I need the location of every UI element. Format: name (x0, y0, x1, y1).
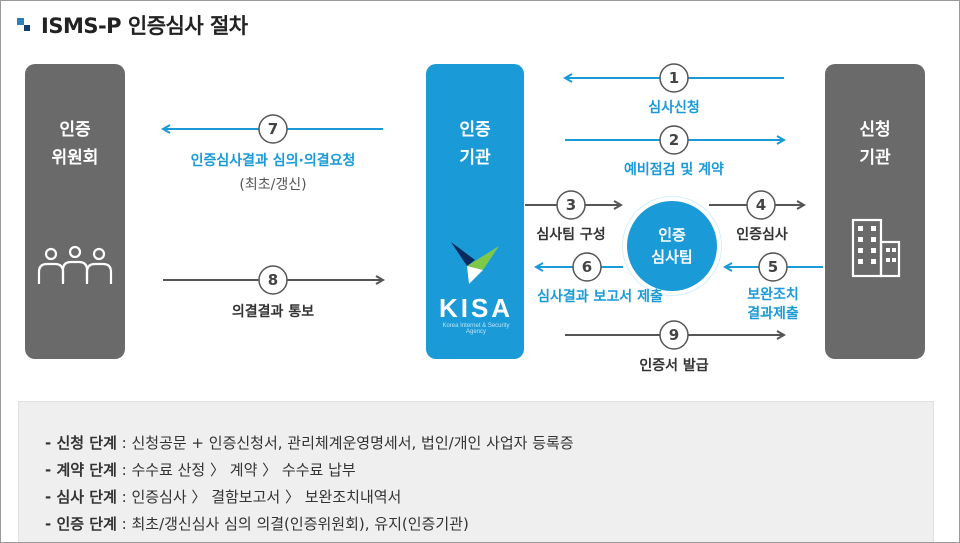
arrow-layer: 1 2 3 4 5 6 7 8 9 (1, 63, 823, 350)
step-5-circle (758, 252, 788, 282)
cert-body-label: 인증 기관 (459, 120, 491, 168)
step-8-number: 8 (268, 271, 278, 289)
note-contract-label: - 계약 단계 (45, 461, 117, 479)
note-audit-text: : 인증심사 〉 결함보고서 〉 보완조치내역서 (116, 488, 402, 506)
step-7-label: 인증심사결과 심의·의결요청 (190, 153, 356, 169)
audit-team-node: 인증 심사팀 (623, 197, 721, 295)
people-icon (37, 245, 113, 284)
step-3-circle (556, 190, 586, 220)
step-2-number: 2 (669, 131, 679, 149)
step-3-label: 심사팀 구성 (536, 227, 606, 243)
note-contract-text: : 수수료 산정 〉 계약 〉 수수료 납부 (116, 461, 356, 479)
step-8-label: 의결결과 통보 (231, 304, 315, 320)
title-bullet-icon (17, 18, 31, 32)
step-1-label: 심사신청 (648, 100, 700, 116)
applicant-label: 신청 기관 (859, 120, 891, 168)
step-2-circle (659, 125, 689, 155)
step-9-label: 인증서 발급 (639, 358, 709, 374)
step-6-number: 6 (582, 258, 592, 276)
building-icon (851, 218, 901, 278)
note-audit: - 심사 단계 : 인증심사 〉 결함보고서 〉 보완조치내역서 (45, 486, 401, 507)
kisa-logo (451, 242, 499, 284)
kisa-logo-subtext: Korea Internet & Security Agency (442, 323, 510, 335)
committee-box: 인증 위원회 (25, 64, 125, 359)
page-title: ISMS-P 인증심사 절차 (17, 10, 248, 40)
step-7-circle (258, 114, 288, 144)
step-8-circle (258, 265, 288, 295)
step-9-number: 9 (669, 326, 679, 344)
note-apply-label: - 신청 단계 (45, 434, 117, 452)
step-6-label: 심사결과 보고서 제출 (537, 289, 663, 305)
committee-label: 인증 위원회 (51, 120, 99, 168)
note-apply: - 신청 단계 : 신청공문 + 인증신청서, 관리체계운영명세서, 법인/개인… (45, 432, 574, 453)
page-title-text: ISMS-P 인증심사 절차 (41, 14, 248, 38)
cert-body-box: 인증 기관 (426, 64, 524, 359)
note-certify: - 인증 단계 : 최초/갱신심사 심의 의결(인증위원회), 유지(인증기관) (45, 513, 469, 534)
step-3-number: 3 (566, 196, 576, 214)
step-2-label: 예비점검 및 계약 (624, 162, 724, 178)
procedure-diagram: 1 2 3 4 5 6 7 8 9 인증 위원회 (1, 1, 959, 391)
note-certify-text: : 최초/갱신심사 심의 의결(인증위원회), 유지(인증기관) (116, 515, 469, 533)
note-audit-label: - 심사 단계 (45, 488, 117, 506)
step-4-circle (746, 190, 776, 220)
step-4-label: 인증심사 (736, 227, 788, 243)
step-5-number: 5 (768, 258, 778, 276)
step-5-label: 보완조치 결과제출 (747, 287, 799, 322)
step-7-sublabel: (최초/갱신) (239, 177, 307, 193)
step-1-number: 1 (669, 69, 679, 87)
note-contract: - 계약 단계 : 수수료 산정 〉 계약 〉 수수료 납부 (45, 459, 356, 480)
kisa-logo-text: KISA (438, 293, 514, 323)
step-9-circle (659, 320, 689, 350)
note-apply-text: : 신청공문 + 인증신청서, 관리체계운영명세서, 법인/개인 사업자 등록증 (116, 434, 574, 452)
step-6-circle (572, 252, 602, 282)
note-certify-label: - 인증 단계 (45, 515, 117, 533)
notes-panel: - 신청 단계 : 신청공문 + 인증신청서, 관리체계운영명세서, 법인/개인… (18, 401, 934, 542)
audit-team-label: 인증 심사팀 (651, 226, 693, 266)
step-7-number: 7 (268, 120, 278, 138)
step-1-circle (659, 63, 689, 93)
step-4-number: 4 (756, 196, 766, 214)
applicant-box: 신청 기관 (825, 64, 925, 359)
